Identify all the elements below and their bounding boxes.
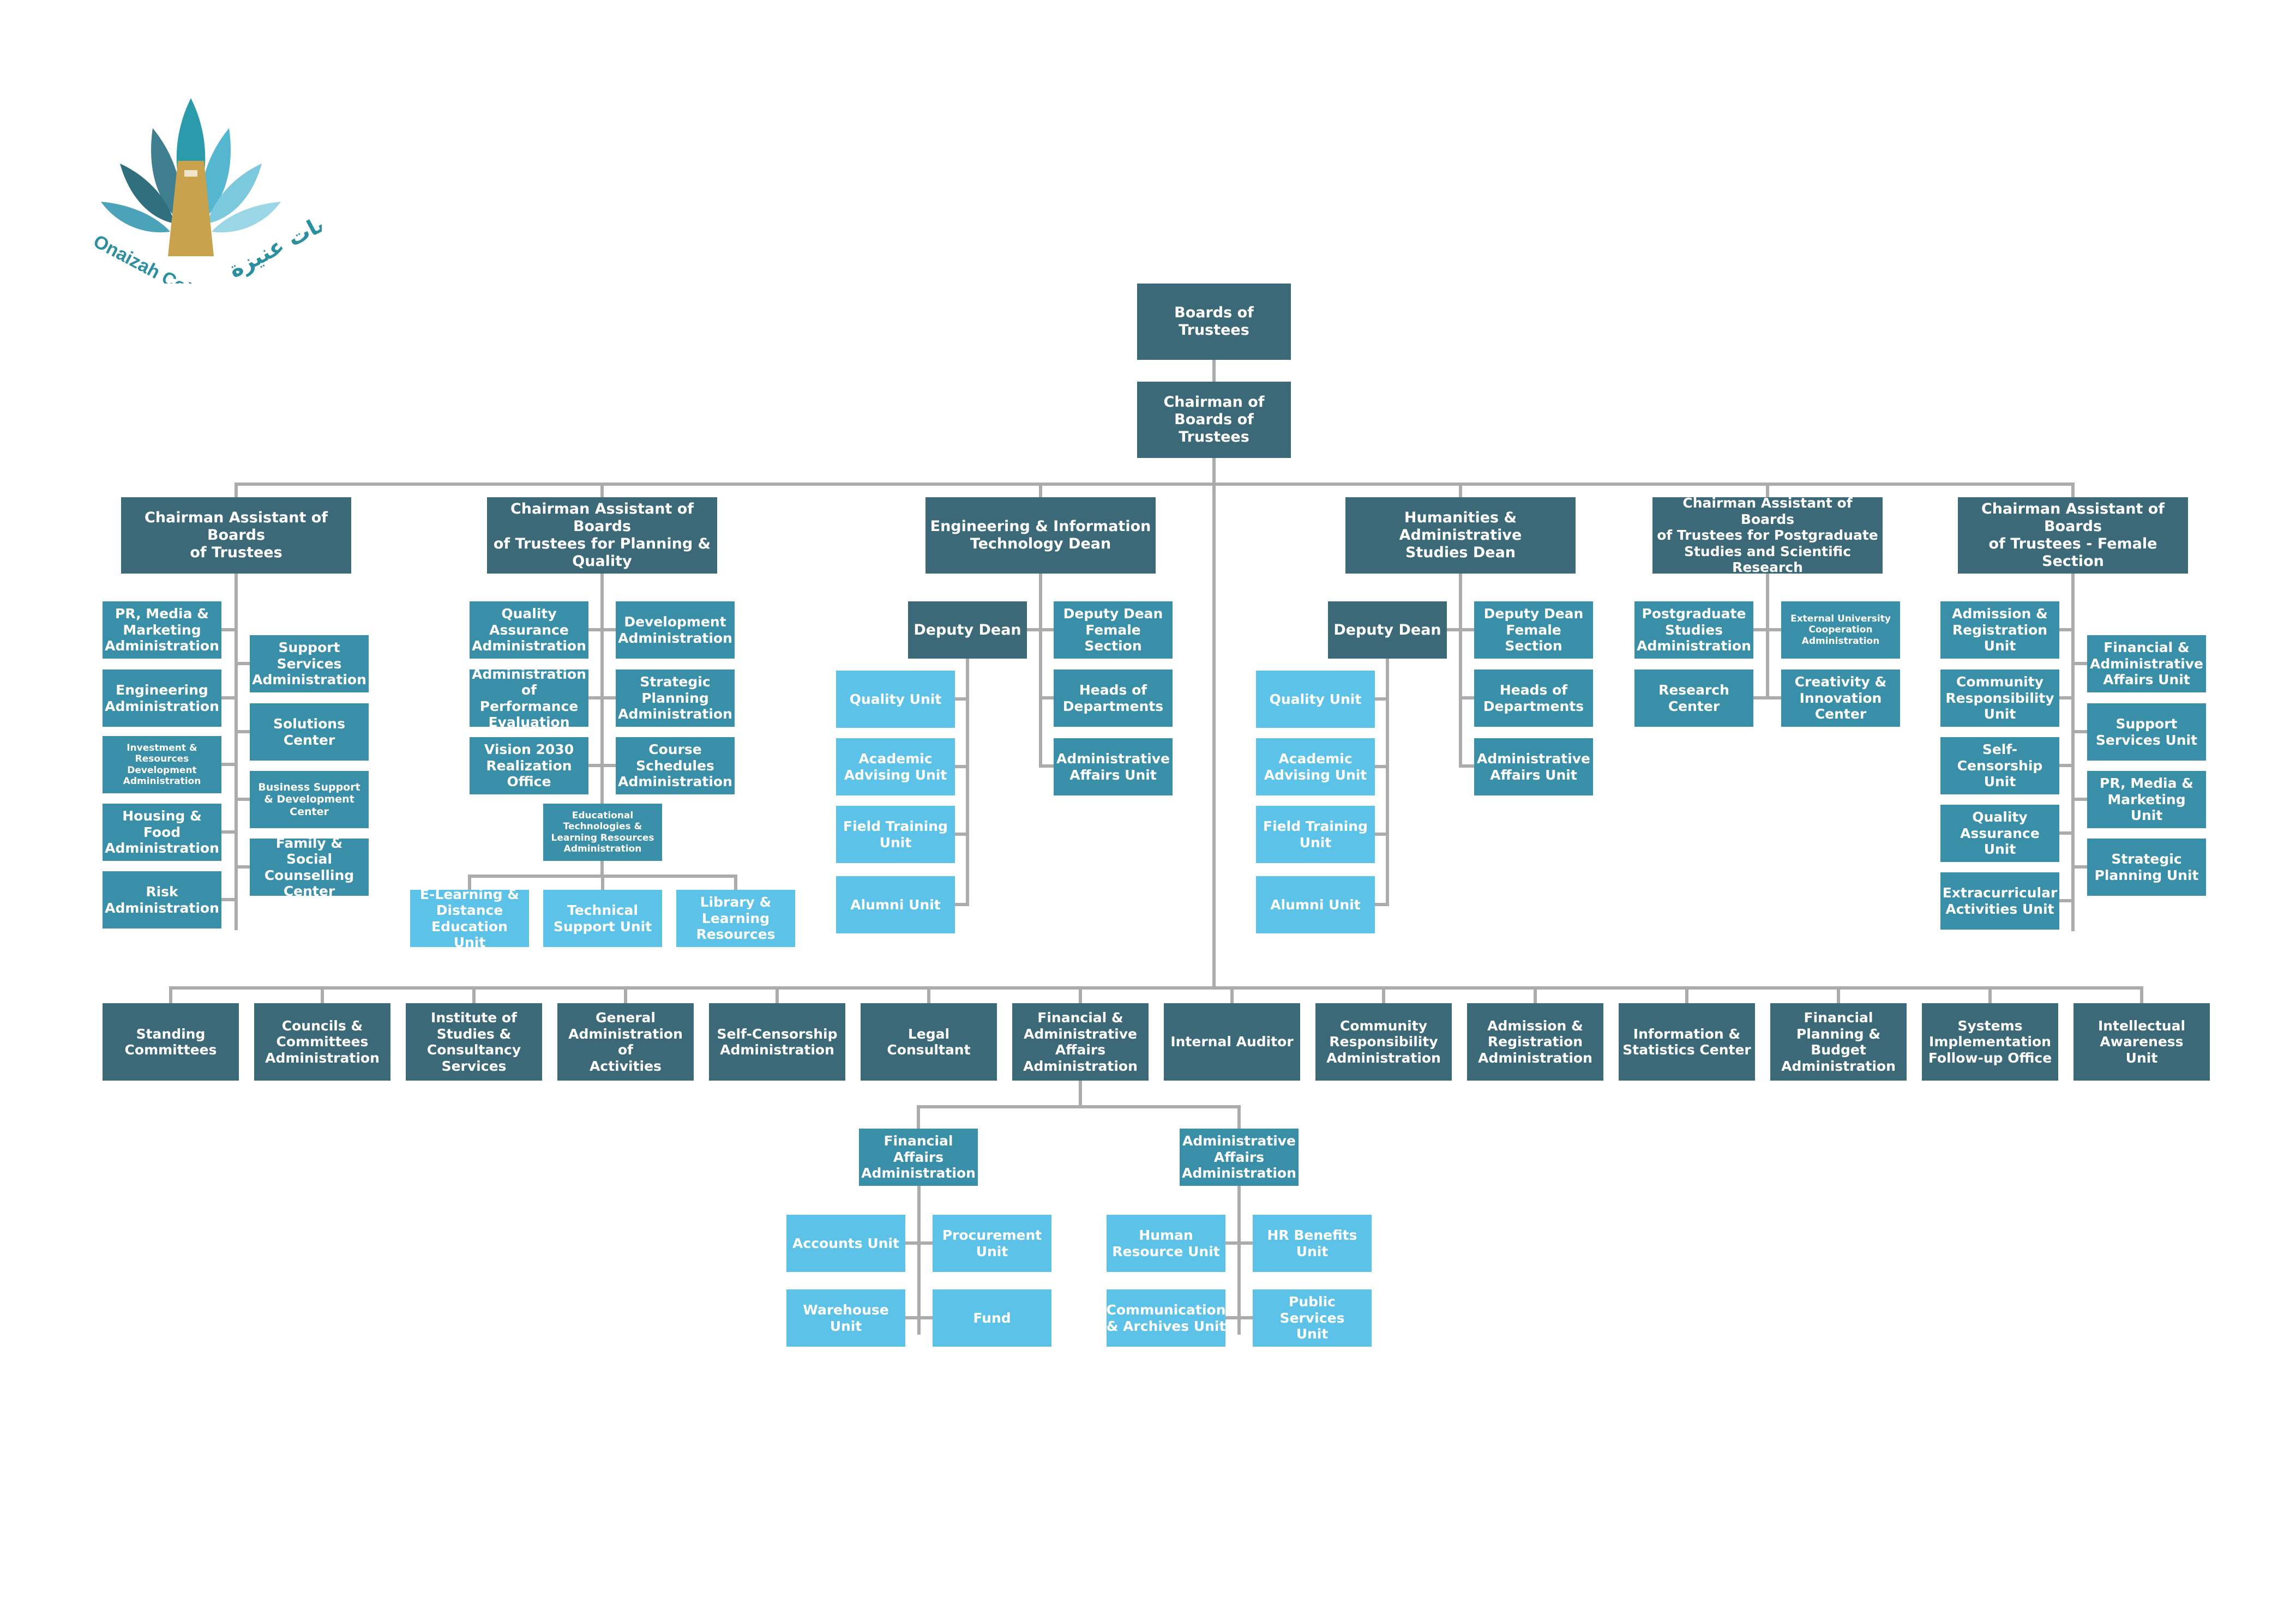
- node-col2-edu-child-2: Library & Learning Resources: [676, 890, 795, 947]
- node-col6-left-2: Self-Censorship Unit: [1940, 737, 2059, 794]
- node-col2-left-2: Vision 2030 Realization Office: [470, 737, 588, 794]
- node-col6-header: Chairman Assistant of Boards of Trustees…: [1958, 497, 2188, 574]
- node-finance-right-1: Fund: [933, 1289, 1051, 1347]
- node-finance-left-1: Warehouse Unit: [786, 1289, 905, 1347]
- node-bottom-1: Councils & Committees Administration: [254, 1003, 390, 1081]
- node-col1-left-4: Risk Administration: [103, 871, 221, 928]
- node-col5-left-1: Research Center: [1634, 670, 1753, 727]
- node-admin-right-0: HR Benefits Unit: [1253, 1215, 1372, 1272]
- node-bottom-11: Financial Planning & Budget Administrati…: [1770, 1003, 1907, 1081]
- node-col3-unit-2: Field Training Unit: [836, 806, 955, 863]
- node-bottom-8: Community Responsibility Administration: [1315, 1003, 1452, 1081]
- node-col2-edu: Educational Technologies & Learning Reso…: [543, 804, 662, 861]
- node-col2-left-1: Administration of Performance Evaluation: [470, 666, 588, 730]
- node-col1-left-3: Housing & Food Administration: [103, 804, 221, 861]
- node-col4-header: Humanities & Administrative Studies Dean: [1345, 497, 1576, 574]
- node-boards-of-trustees: Boards of Trustees: [1137, 284, 1291, 360]
- node-col6-right-3: Strategic Planning Unit: [2087, 839, 2206, 896]
- node-finance-right-0: Procurement Unit: [933, 1215, 1051, 1272]
- node-col1-left-0: PR, Media & Marketing Administration: [103, 601, 221, 659]
- node-col2-edu-child-0: E-Learning & Distance Education Unit: [410, 887, 529, 950]
- node-col4-right-2: Administrative Affairs Unit: [1474, 738, 1593, 795]
- node-col6-left-4: Extracurricular Activities Unit: [1940, 872, 2059, 930]
- node-bottom-13: Intellectual Awareness Unit: [2073, 1003, 2210, 1081]
- node-col3-right-2: Administrative Affairs Unit: [1054, 738, 1173, 795]
- node-col4-unit-0: Quality Unit: [1256, 671, 1375, 728]
- node-bottom-7: Internal Auditor: [1164, 1003, 1300, 1081]
- node-bottom-9: Admission & Registration Administration: [1467, 1003, 1603, 1081]
- node-finance-header: Financial Affairs Administration: [859, 1129, 978, 1186]
- node-col1-header: Chairman Assistant of Boards of Trustees: [121, 497, 351, 574]
- node-col2-header: Chairman Assistant of Boards of Trustees…: [487, 497, 717, 574]
- node-col3-unit-0: Quality Unit: [836, 671, 955, 728]
- node-col3-right-1: Heads of Departments: [1054, 670, 1173, 727]
- node-bottom-3: General Administration of Activities: [557, 1003, 694, 1081]
- node-col4-unit-2: Field Training Unit: [1256, 806, 1375, 863]
- node-col6-right-0: Financial & Administrative Affairs Unit: [2087, 635, 2206, 692]
- node-col3-header: Engineering & Information Technology Dea…: [925, 497, 1156, 574]
- node-col2-edu-child-1: Technical Support Unit: [543, 890, 662, 947]
- node-col1-right-2: Business Support & Development Center: [250, 771, 369, 828]
- node-col6-left-3: Quality Assurance Unit: [1940, 805, 2059, 862]
- node-col5-right-1: Creativity & Innovation Center: [1781, 670, 1900, 727]
- node-col6-left-0: Admission & Registration Unit: [1940, 601, 2059, 659]
- node-col5-left-0: Postgraduate Studies Administration: [1634, 601, 1753, 659]
- node-finance-left-0: Accounts Unit: [786, 1215, 905, 1272]
- node-chairman: Chairman of Boards of Trustees: [1137, 382, 1291, 458]
- node-bottom-10: Information & Statistics Center: [1619, 1003, 1755, 1081]
- node-col5-header: Chairman Assistant of Boards of Trustees…: [1652, 495, 1883, 575]
- node-col6-right-1: Support Services Unit: [2087, 703, 2206, 761]
- node-bottom-2: Institute of Studies & Consultancy Servi…: [406, 1003, 542, 1081]
- onaizah-colleges-logo: Onaizah Colleges كليات عنيزة: [90, 98, 322, 284]
- node-col4-unit-3: Alumni Unit: [1256, 876, 1375, 933]
- node-col1-right-1: Solutions Center: [250, 703, 369, 761]
- node-col1-right-0: Support Services Administration: [250, 635, 369, 692]
- node-col4-right-0: Deputy Dean Female Section: [1474, 601, 1593, 659]
- node-bottom-6: Financial & Administrative Affairs Admin…: [1012, 1003, 1149, 1081]
- node-bottom-0: Standing Committees: [103, 1003, 239, 1081]
- node-admin-header: Administrative Affairs Administration: [1180, 1129, 1299, 1186]
- node-col2-right-2: Course Schedules Administration: [616, 737, 735, 794]
- node-col4-unit-1: Academic Advising Unit: [1256, 738, 1375, 795]
- node-col1-left-2: Investment & Resources Development Admin…: [103, 736, 221, 793]
- node-col6-left-1: Community Responsibility Unit: [1940, 670, 2059, 727]
- node-col1-left-1: Engineering Administration: [103, 670, 221, 727]
- node-col1-right-3: Family & Social Counselling Center: [250, 835, 369, 899]
- node-bottom-4: Self-Censorship Administration: [709, 1003, 845, 1081]
- node-admin-left-1: Communication & Archives Unit: [1107, 1289, 1226, 1347]
- node-col2-right-0: Development Administration: [616, 601, 735, 659]
- node-bottom-12: Systems Implementation Follow-up Office: [1922, 1003, 2058, 1081]
- node-bottom-5: Legal Consultant: [861, 1003, 997, 1081]
- node-col3-unit-3: Alumni Unit: [836, 876, 955, 933]
- node-admin-right-1: Public Services Unit: [1253, 1289, 1372, 1347]
- node-admin-left-0: Human Resource Unit: [1107, 1215, 1225, 1272]
- node-col2-left-0: Quality Assurance Administration: [470, 601, 588, 659]
- node-col3-deputy: Deputy Dean: [908, 601, 1027, 659]
- node-col3-unit-1: Academic Advising Unit: [836, 738, 955, 795]
- node-col4-deputy: Deputy Dean: [1328, 601, 1447, 659]
- node-col4-right-1: Heads of Departments: [1474, 670, 1593, 727]
- node-col6-right-2: PR, Media & Marketing Unit: [2087, 771, 2206, 828]
- logo-tower: [168, 161, 214, 256]
- node-col2-right-1: Strategic Planning Administration: [616, 670, 735, 727]
- node-col5-right-0: External University Cooperation Administ…: [1781, 601, 1900, 659]
- node-col3-right-0: Deputy Dean Female Section: [1054, 601, 1173, 659]
